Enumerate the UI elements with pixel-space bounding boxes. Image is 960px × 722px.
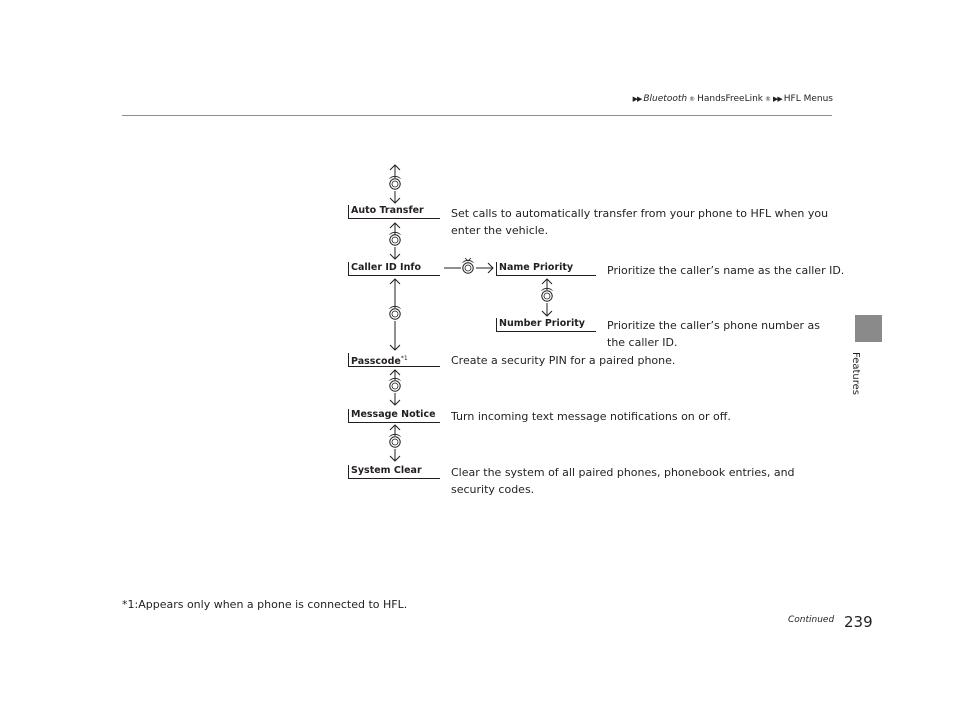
footnote: *1:Appears only when a phone is connecte… (122, 598, 408, 611)
page-number: 239 (844, 613, 873, 631)
knob-rotate-icon (388, 164, 402, 204)
menu-item-auto-transfer[interactable]: Auto Transfer (348, 205, 440, 219)
submenu-item-name-priority[interactable]: Name Priority (496, 262, 596, 276)
knob-rotate-icon (388, 278, 402, 351)
submenu-item-number-priority[interactable]: Number Priority (496, 318, 596, 332)
menu-item-passcode[interactable]: Passcode*1 (348, 353, 440, 367)
auto-transfer-description: Set calls to automatically transfer from… (451, 207, 829, 237)
knob-rotate-icon (540, 278, 554, 317)
knob-rotate-icon (388, 424, 402, 462)
footnote-ref: *1 (400, 355, 408, 362)
message-notice-description: Turn incoming text message notifications… (451, 410, 731, 423)
menu-item-system-clear[interactable]: System Clear (348, 465, 440, 479)
breadcrumb-arrow-icon: ▶▶ (632, 95, 643, 103)
continued-label: Continued (788, 615, 835, 625)
knob-press-icon (444, 257, 494, 274)
breadcrumb: ▶▶ Bluetooth® HandsFreeLink® ▶▶ HFL Menu… (632, 94, 833, 104)
breadcrumb-arrow-icon: ▶▶ (773, 95, 783, 103)
number-priority-description: Prioritize the caller’s phone number as … (607, 319, 821, 349)
knob-rotate-icon (388, 222, 402, 260)
knob-rotate-icon (388, 369, 402, 406)
name-priority-description: Prioritize the caller’s name as the call… (607, 264, 845, 277)
section-tab[interactable] (855, 315, 882, 342)
menu-item-message-notice[interactable]: Message Notice (348, 409, 440, 423)
header-divider (122, 115, 832, 116)
breadcrumb-item-handsfreelink[interactable]: HandsFreeLink (697, 94, 763, 104)
menu-item-caller-id-info[interactable]: Caller ID Info (348, 262, 440, 276)
system-clear-description: Clear the system of all paired phones, p… (451, 466, 795, 496)
breadcrumb-item-hfl-menus[interactable]: HFL Menus (783, 94, 833, 104)
breadcrumb-item-bluetooth[interactable]: Bluetooth (643, 94, 688, 104)
passcode-description: Create a security PIN for a paired phone… (451, 354, 676, 367)
